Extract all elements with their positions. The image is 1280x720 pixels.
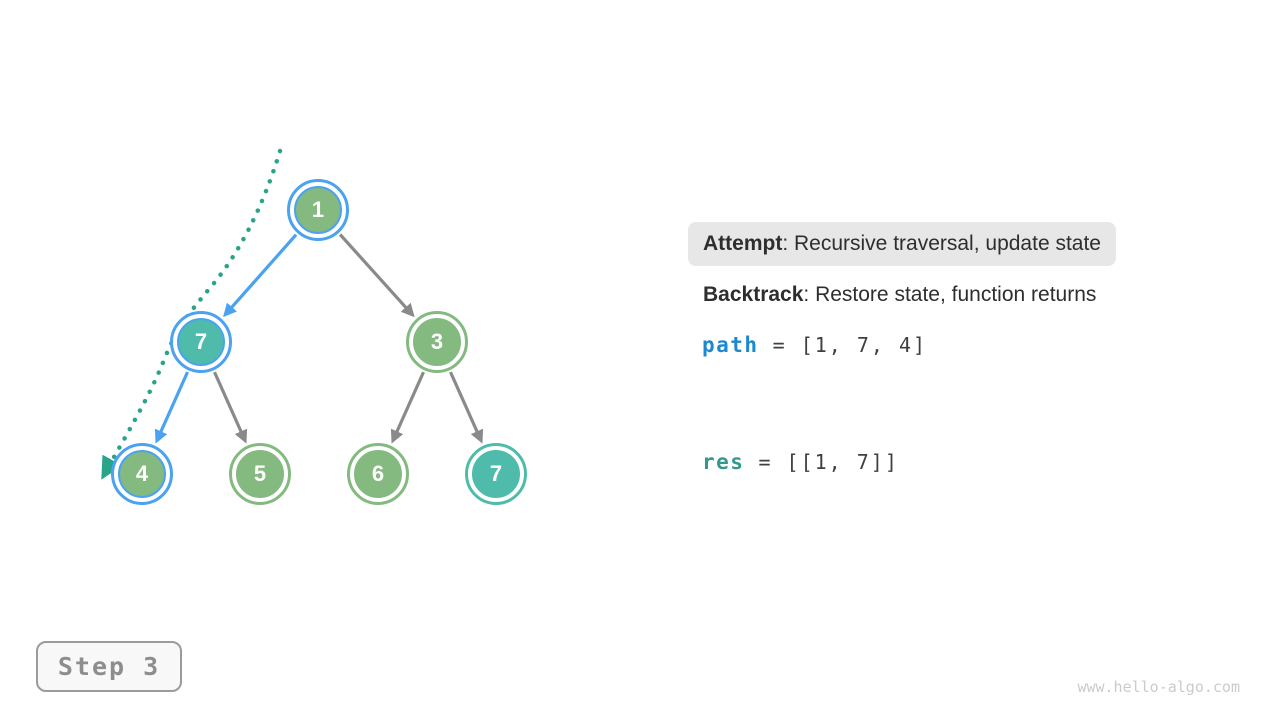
step-badge: Step 3: [36, 641, 182, 692]
tree-node-6: 6: [347, 443, 409, 505]
res-variable-name: res: [702, 450, 745, 474]
tree-node-4: 4: [111, 443, 173, 505]
attempt-legend-box: Attempt: Recursive traversal, update sta…: [688, 222, 1116, 266]
tree-edge-3-to-7-right: [449, 371, 484, 444]
site-watermark: www.hello-algo.com: [1077, 678, 1240, 696]
res-variable-value: = [[1, 7]]: [744, 450, 899, 474]
res-variable-line: res = [[1, 7]]: [702, 450, 899, 474]
attempt-description: : Recursive traversal, update state: [782, 232, 1101, 255]
path-variable-value: = [1, 7, 4]: [758, 333, 928, 357]
attempt-label: Attempt: [703, 232, 783, 255]
tree-node-3: 3: [406, 311, 468, 373]
tree-node-7-right: 7: [465, 443, 527, 505]
tree-edge-1-to-3: [338, 233, 415, 318]
tree-node-7-right-label: 7: [472, 450, 520, 498]
tree-node-7-left-label: 7: [177, 318, 225, 366]
tree-node-1: 1: [287, 179, 349, 241]
path-variable-line: path = [1, 7, 4]: [702, 333, 927, 357]
path-variable-name: path: [702, 333, 759, 357]
backtrack-description: : Restore state, function returns: [803, 283, 1097, 306]
tree-edge-7-left-to-5: [213, 371, 248, 444]
tree-node-5-label: 5: [236, 450, 284, 498]
tree-node-4-label: 4: [118, 450, 166, 498]
traversal-trace-dotted-path: [101, 148, 283, 480]
tree-node-6-label: 6: [354, 450, 402, 498]
tree-node-5: 5: [229, 443, 291, 505]
tree-node-1-label: 1: [294, 186, 342, 234]
tree-node-3-label: 3: [413, 318, 461, 366]
tree-edge-1-to-7-left: [223, 233, 298, 318]
tree-edge-7-left-to-4: [154, 371, 189, 444]
tree-edge-3-to-6: [390, 371, 425, 444]
tree-node-7-left: 7: [170, 311, 232, 373]
backtrack-label: Backtrack: [703, 283, 804, 306]
backtrack-legend-line: Backtrack: Restore state, function retur…: [703, 283, 1096, 307]
